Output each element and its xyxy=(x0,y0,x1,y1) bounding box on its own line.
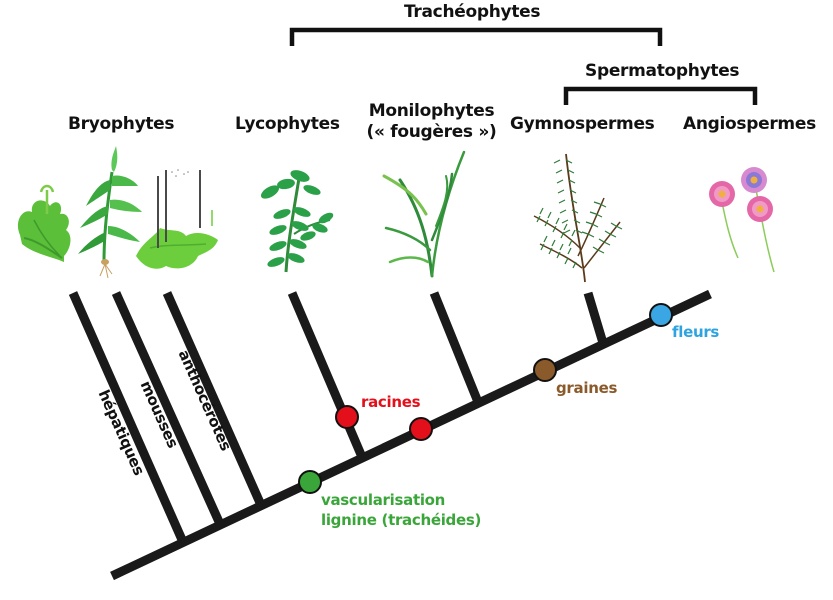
bracket-spermatophytes xyxy=(563,86,758,105)
char-label-graines: graines xyxy=(556,379,618,397)
flower-right xyxy=(747,196,773,222)
char-line: lignine (trachéides) xyxy=(321,511,482,529)
flower-top xyxy=(741,167,767,193)
taxon-label-angiospermes: Angiospermes xyxy=(683,114,816,135)
taxon-label-bryophytes: Bryophytes xyxy=(68,114,175,135)
taxon-name: Lycophytes xyxy=(235,114,340,134)
group-label-tracheophytes: Trachéophytes xyxy=(404,2,541,22)
taxon-name: Gymnospermes xyxy=(510,114,655,134)
bracket-tracheophytes xyxy=(289,27,663,46)
char-label-fleurs: fleurs xyxy=(672,323,720,341)
branch-gymnospermes xyxy=(583,291,608,345)
taxon-name: Bryophytes xyxy=(68,114,175,134)
conifer-illustration xyxy=(533,153,623,283)
taxon-name: Angiospermes xyxy=(683,114,816,134)
hornwort-illustration xyxy=(136,169,218,269)
branch-lycophytes xyxy=(287,291,367,459)
taxon-label-gymnospermes: Gymnospermes xyxy=(510,114,655,135)
branch-anthocerotes xyxy=(162,291,266,507)
moss-illustration xyxy=(78,146,142,279)
flowers-illustration xyxy=(709,167,775,273)
branch-monilophytes xyxy=(429,291,483,404)
marker-vascularisation xyxy=(298,470,322,494)
taxon-label-lycophytes: Lycophytes xyxy=(235,114,340,135)
taxon-label-monilophytes: Monilophytes (« fougères ») xyxy=(364,101,499,143)
marker-graines xyxy=(533,358,557,382)
taxon-common-name: (« fougères ») xyxy=(366,122,497,142)
lycophyte-illustration xyxy=(260,170,334,273)
marker-racines-lycophytes xyxy=(335,405,359,429)
char-label-racines: racines xyxy=(361,393,421,411)
group-label-spermatophytes: Spermatophytes xyxy=(585,61,740,81)
liverwort-illustration xyxy=(17,184,71,262)
char-line: vascularisation xyxy=(321,491,446,509)
branch-hepatiques xyxy=(68,291,188,544)
branch-mousses xyxy=(111,291,225,526)
marker-racines-euphyllophytes xyxy=(409,417,433,441)
char-label-vascularisation: vascularisation lignine (trachéides) xyxy=(321,490,481,530)
marker-fleurs xyxy=(649,303,673,327)
flower-left xyxy=(709,181,735,207)
taxon-name: Monilophytes xyxy=(368,101,495,121)
fern-illustration xyxy=(382,150,466,278)
